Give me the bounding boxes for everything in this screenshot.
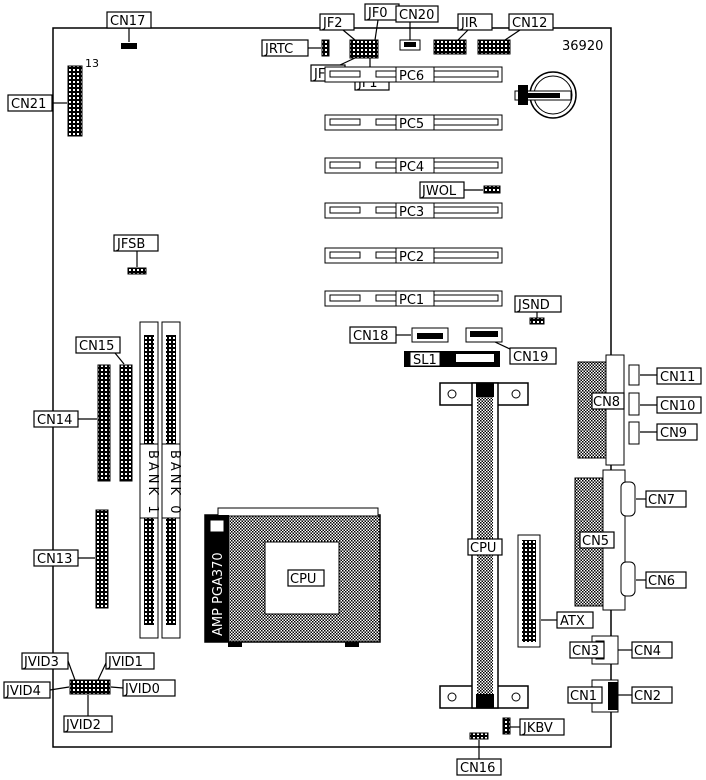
cn15-header [119, 364, 133, 482]
pc5-label: PC5 [399, 117, 424, 132]
jrtc-header [321, 39, 330, 57]
cn17-label: CN17 [110, 14, 145, 29]
dimm-bank-0 [161, 321, 181, 639]
cn13-header [95, 509, 109, 609]
cn21-header [67, 65, 83, 137]
cn5-label: CN5 [582, 534, 609, 549]
jvid4-label: JVID4 [5, 684, 41, 699]
cpu-socket-label: CPU [290, 572, 316, 587]
pci-slot-4 [324, 157, 503, 174]
pci-slot-2 [324, 247, 503, 264]
jvid0-label: JVID0 [124, 682, 160, 697]
cpu-slot-label: CPU [470, 541, 496, 556]
jf2-label: JF2 [322, 16, 343, 31]
cn14-label: CN14 [37, 413, 72, 428]
cn14-header [97, 364, 111, 482]
cn6-label: CN6 [648, 574, 675, 589]
cn19-label: CN19 [513, 350, 548, 365]
cn13-label: CN13 [37, 552, 72, 567]
bank1-label: BANK 1 [145, 450, 160, 516]
pin-marker: 13 [85, 57, 99, 70]
jwol-header [483, 185, 501, 194]
jir-label: JIR [460, 16, 478, 31]
cn7-label: CN7 [648, 493, 675, 508]
jvid-header-cluster [69, 679, 111, 695]
jkbv-label: JKBV [522, 721, 553, 736]
cn8-label: CN8 [593, 395, 620, 410]
cn18-label: CN18 [353, 329, 388, 344]
jf0-label: JF0 [367, 6, 388, 21]
cn4-label: CN4 [634, 644, 661, 659]
jvid2-label: JVID2 [65, 718, 101, 733]
jfsb-header [127, 267, 147, 275]
cn21-label: CN21 [11, 97, 46, 112]
pci-slot-5 [324, 114, 503, 131]
cn15-label: CN15 [79, 339, 114, 354]
cn12-header [477, 39, 511, 55]
pci-slot-1 [324, 290, 503, 307]
jf-header-cluster [349, 39, 379, 59]
jsnd-label: JSND [517, 298, 550, 313]
jrtc-label: JRTC [264, 42, 293, 57]
pci-slot-3 [324, 202, 503, 219]
jkbv-header [502, 717, 511, 735]
bank0-label: BANK 0 [167, 450, 182, 516]
cn16-header [469, 732, 489, 740]
socket-name: AMP PGA370 [211, 552, 226, 636]
cn2-label: CN2 [634, 689, 661, 704]
cn1-label: CN1 [570, 689, 597, 704]
audio-stack [577, 354, 640, 466]
pc4-label: PC4 [399, 160, 424, 175]
cn9-label: CN9 [660, 426, 687, 441]
jvid3-label: JVID3 [23, 655, 59, 670]
cn12-label: CN12 [512, 16, 547, 31]
model-number: 36920 [562, 39, 603, 54]
jir-header [433, 39, 467, 55]
dimm-bank-1 [139, 321, 159, 639]
pc6-label: PC6 [399, 69, 424, 84]
cn17-callout [106, 11, 152, 29]
pc3-label: PC3 [399, 205, 424, 220]
cn11-label: CN11 [660, 370, 695, 385]
sl1-label: SL1 [413, 353, 437, 368]
pci-slot-6 [324, 66, 503, 83]
cn10-label: CN10 [660, 399, 695, 414]
cn20-label: CN20 [399, 8, 434, 23]
cn16-label: CN16 [460, 761, 495, 776]
cn17-header [121, 43, 137, 49]
pc1-label: PC1 [399, 293, 424, 308]
jfsb-label: JFSB [116, 237, 145, 252]
jsnd-header [529, 317, 545, 325]
atx-label: ATX [560, 614, 585, 629]
jwol-label: JWOL [421, 184, 457, 199]
cn3-label: CN3 [572, 644, 599, 659]
jvid1-label: JVID1 [107, 655, 143, 670]
pc2-label: PC2 [399, 250, 424, 265]
